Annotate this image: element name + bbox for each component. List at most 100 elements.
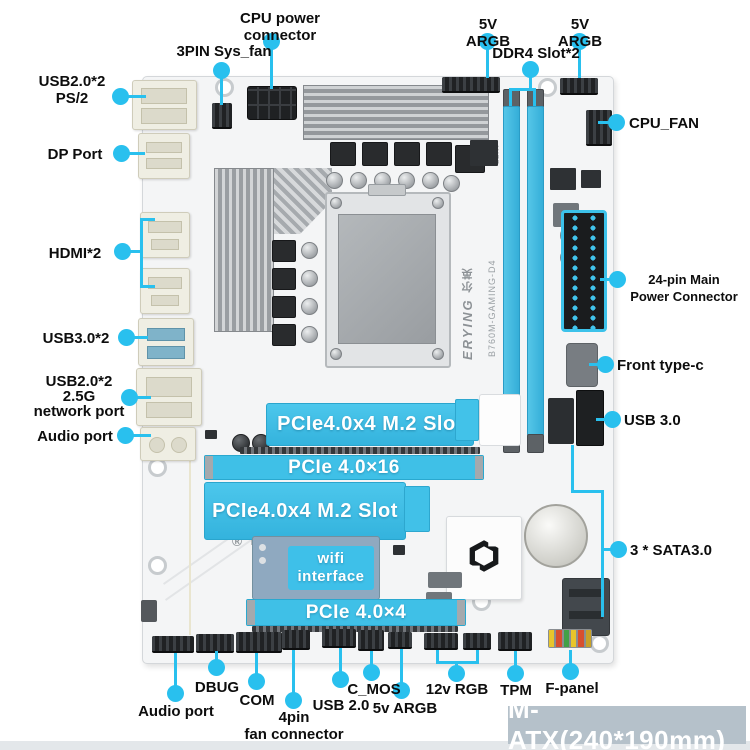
vrm-heatsink-top	[303, 85, 489, 140]
callout-dot	[121, 389, 138, 406]
callout-line	[220, 78, 223, 105]
wifi-label: wifi interface	[297, 550, 365, 585]
capacitor	[301, 270, 318, 287]
callout-sata-label: 3 * SATA3.0	[630, 542, 712, 559]
brand-print-cn: 尔英	[462, 266, 474, 293]
audio-front-header	[152, 636, 194, 653]
chip	[470, 140, 498, 166]
cpu-socket-cover	[338, 214, 436, 344]
chip	[393, 545, 405, 555]
fan-4pin-header	[282, 630, 310, 650]
callout-cpu-power-label: CPU power connector	[239, 10, 320, 44]
callout-line	[598, 121, 610, 124]
capacitor	[422, 172, 439, 189]
callout-line	[571, 490, 603, 493]
callout-dot	[363, 664, 380, 681]
callout-line	[600, 278, 610, 281]
callout-dp-label: DP Port	[47, 146, 103, 163]
pcie-x16-slot: PCIe 4.0×16	[204, 455, 484, 480]
ddr4-slot-1	[503, 106, 520, 436]
form-factor-label: M-ATX(240*190mm)	[508, 694, 726, 750]
capacitor	[301, 326, 318, 343]
callout-dot	[609, 271, 626, 288]
usb3-rear-port	[138, 318, 194, 366]
m2-slot-top: PCIe4.0x4 M.2 Slot	[266, 403, 474, 446]
callout-line	[596, 418, 605, 421]
cpu-socket-latch	[368, 184, 406, 196]
atx-24pin-connector	[561, 210, 607, 332]
usb2-ps2-port	[132, 80, 197, 130]
callout-dot	[448, 665, 465, 682]
callout-line	[571, 445, 574, 492]
callout-dot	[604, 411, 621, 428]
callout-line	[514, 651, 517, 669]
pcie-x4-slot: PCIe 4.0×4	[246, 599, 466, 626]
m2-bottom-label: PCIe4.0x4 M.2 Slot	[212, 499, 398, 522]
sata-port-vertical	[548, 398, 574, 444]
callout-line	[215, 651, 218, 663]
callout-dot	[571, 33, 588, 50]
callout-tpm-label: TPM	[500, 682, 532, 699]
callout-dot	[213, 62, 230, 79]
callout-line	[255, 653, 258, 677]
brand-print: ERYING 尔英	[460, 245, 476, 360]
callout-dot	[610, 541, 627, 558]
callout-line	[142, 218, 155, 221]
hdmi-port-2	[140, 268, 190, 314]
callout-dot	[113, 145, 130, 162]
m2-top-label: PCIe4.0x4 M.2 Slot	[277, 413, 463, 435]
callout-dot	[562, 663, 579, 680]
wifi-label-box: wifi interface	[288, 546, 374, 590]
capacitor	[443, 175, 460, 192]
callout-cmos-label: C_MOS	[347, 681, 401, 698]
choke	[394, 142, 420, 166]
callout-dot	[208, 659, 225, 676]
callout-dot	[597, 356, 614, 373]
cpu-fan-header	[586, 110, 612, 146]
f-panel-header	[548, 629, 592, 648]
callout-line	[400, 649, 403, 686]
form-factor-badge: M-ATX(240*190mm)	[508, 694, 746, 750]
callout-type-c-label: Front type-c	[617, 357, 704, 374]
connector	[428, 572, 462, 588]
ddr4-latch	[527, 434, 544, 453]
callout-line	[476, 650, 479, 663]
chip	[550, 168, 576, 190]
callout-dot	[114, 243, 131, 260]
callout-dot	[112, 88, 129, 105]
audio-rear-port	[140, 427, 196, 461]
callout-lan-label: USB2.0*2 2.5G network port	[33, 373, 125, 420]
callout-line	[529, 77, 532, 89]
choke	[272, 268, 296, 290]
mounting-hole	[590, 634, 609, 653]
callout-dot	[393, 682, 410, 699]
callout-usb3-header-label: USB 3.0	[624, 412, 681, 429]
connector	[141, 600, 157, 622]
callout-dot	[263, 33, 280, 50]
callout-usb2-ps2-label: USB2.0*2 PS/2	[38, 73, 106, 107]
callout-line	[130, 250, 142, 253]
callout-dot	[285, 692, 302, 709]
callout-cpu-fan-label: CPU_FAN	[629, 115, 700, 132]
capacitor	[326, 172, 343, 189]
m2-standoff-plate	[479, 394, 521, 446]
callout-line	[601, 490, 604, 617]
choke	[272, 296, 296, 318]
callout-line	[569, 650, 572, 667]
m2-slot-bottom: PCIe4.0x4 M.2 Slot	[204, 482, 406, 540]
choke	[426, 142, 452, 166]
socket-screw	[330, 197, 342, 209]
callout-usb3-rear-label: USB3.0*2	[42, 330, 110, 347]
callout-dot	[522, 61, 539, 78]
callout-argb5v-label: 5v ARGB	[372, 700, 438, 717]
capacitor	[350, 172, 367, 189]
callout-line	[129, 152, 145, 155]
choke	[272, 324, 296, 346]
callout-line	[292, 650, 295, 696]
com-header	[236, 632, 282, 653]
callout-line	[174, 653, 177, 689]
callout-line	[140, 218, 143, 288]
callout-line	[533, 88, 536, 106]
callout-fan4pin-label: 4pin fan connector	[244, 709, 344, 743]
callout-line	[134, 336, 148, 339]
